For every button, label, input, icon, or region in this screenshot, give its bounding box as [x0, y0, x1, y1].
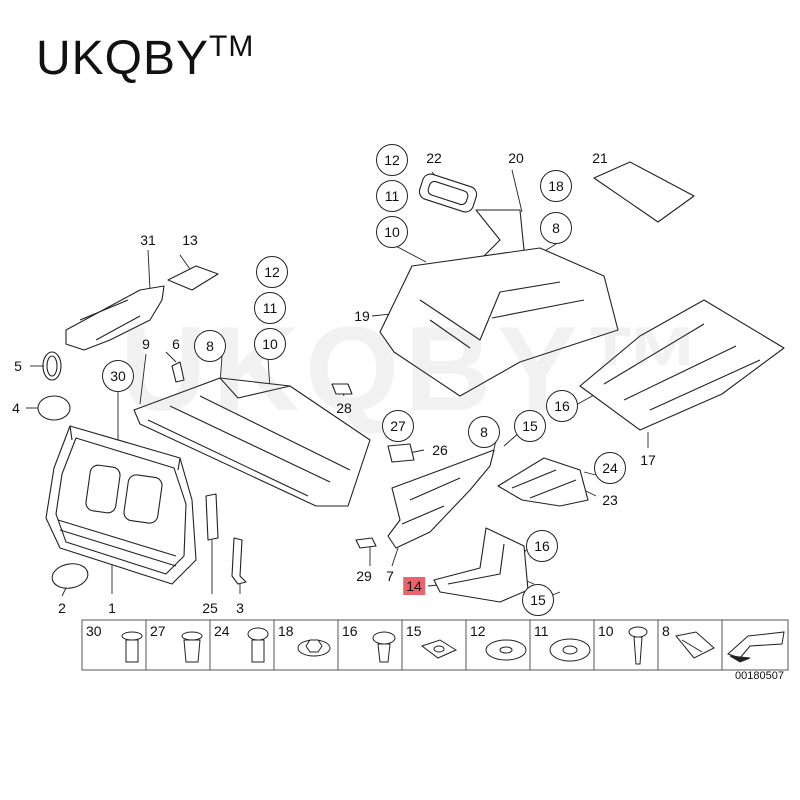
spring-nut-icon — [549, 638, 591, 662]
callout-c30: 30 — [102, 360, 134, 392]
callout-c8c: 8 — [468, 416, 500, 448]
brand-trademark: TM — [209, 30, 255, 63]
part-9-front-underbody-panel — [133, 377, 371, 507]
callout-c17: 17 — [640, 452, 656, 468]
part-14-wheel-arch-cover — [433, 527, 529, 603]
callout-c23: 23 — [602, 492, 618, 508]
callout-c24: 24 — [594, 452, 626, 484]
hex-nut-icon — [297, 639, 331, 657]
callout-c7: 7 — [386, 568, 394, 584]
callout-c11b: 11 — [254, 292, 286, 324]
callout-c1: 1 — [108, 600, 116, 616]
square-nut-icon — [420, 639, 458, 659]
callout-c28: 28 — [336, 400, 352, 416]
part-26-bracket — [387, 443, 415, 463]
part-7-side-panel — [387, 449, 495, 549]
callout-c5: 5 — [14, 358, 22, 374]
part-5-ring — [42, 351, 62, 381]
callout-c19: 19 — [354, 308, 370, 324]
callout-c14: 14 — [403, 577, 425, 595]
fastener-label-24: 24 — [214, 623, 230, 639]
fastener-label-30: 30 — [86, 623, 102, 639]
callout-c15a: 15 — [514, 410, 546, 442]
part-17-rear-underbody-panel — [579, 299, 785, 431]
callout-c8b: 8 — [194, 330, 226, 362]
callout-c21: 21 — [592, 150, 608, 166]
callout-c27: 27 — [382, 410, 414, 442]
callout-c15b: 15 — [522, 584, 554, 616]
callout-c3: 3 — [236, 600, 244, 616]
part-19-centre-underbody-panel — [379, 247, 619, 397]
fastener-label-27: 27 — [150, 623, 166, 639]
callout-c25: 25 — [202, 600, 218, 616]
part-6-clip — [171, 361, 185, 383]
callout-c20: 20 — [508, 150, 524, 166]
callout-c10b: 10 — [254, 328, 286, 360]
fastener-label-12: 12 — [470, 623, 486, 639]
clip-nut-icon — [675, 631, 715, 659]
fastener-label-16: 16 — [342, 623, 358, 639]
push-rivet-icon — [121, 631, 143, 663]
fastener-label-15: 15 — [406, 623, 422, 639]
part-29-clip — [355, 537, 377, 549]
brand-name: UKQBY — [36, 32, 210, 85]
diagram-id: 00180507 — [735, 670, 784, 682]
callout-c13: 13 — [182, 232, 198, 248]
callout-c8a: 8 — [540, 212, 572, 244]
torx-screw-icon — [628, 626, 648, 665]
part-2-cover — [51, 563, 89, 589]
flange-screw-icon — [372, 631, 396, 663]
callout-c31: 31 — [140, 232, 156, 248]
part-31-bracket — [65, 285, 165, 351]
callout-c9: 9 — [142, 336, 150, 352]
callout-c16b: 16 — [526, 530, 558, 562]
callout-c6: 6 — [172, 336, 180, 352]
callout-c16a: 16 — [546, 390, 578, 422]
callout-c11a: 11 — [376, 180, 408, 212]
callout-c10a: 10 — [376, 216, 408, 248]
washer-icon — [485, 639, 527, 661]
brand-logo: UKQBYTM — [36, 30, 254, 86]
callout-c12a: 12 — [376, 144, 408, 176]
callout-c18: 18 — [540, 170, 572, 202]
fastener-label-11: 11 — [534, 623, 549, 639]
fastener-label-10: 10 — [598, 623, 614, 639]
part-1-grille-carrier — [45, 425, 197, 585]
part-3-bracket — [231, 537, 247, 585]
callout-c26: 26 — [432, 442, 448, 458]
callout-c2: 2 — [58, 600, 66, 616]
part-23-bracket — [497, 457, 589, 507]
part-4-cover — [37, 395, 71, 421]
fastener-label-8: 8 — [662, 623, 670, 639]
plastic-rivet-icon — [247, 627, 269, 663]
part-28-clip — [331, 383, 353, 395]
callout-c29: 29 — [356, 568, 372, 584]
expanding-rivet-icon — [181, 631, 203, 663]
callout-c22: 22 — [426, 150, 442, 166]
part-21-duct — [593, 161, 695, 223]
direction-arrow-icon — [727, 631, 785, 663]
callout-c4: 4 — [12, 400, 20, 416]
callout-c12b: 12 — [256, 256, 288, 288]
part-25-strip — [205, 493, 219, 541]
fastener-label-18: 18 — [278, 623, 294, 639]
part-13-plate — [167, 265, 219, 291]
part-22-frame — [418, 173, 478, 213]
